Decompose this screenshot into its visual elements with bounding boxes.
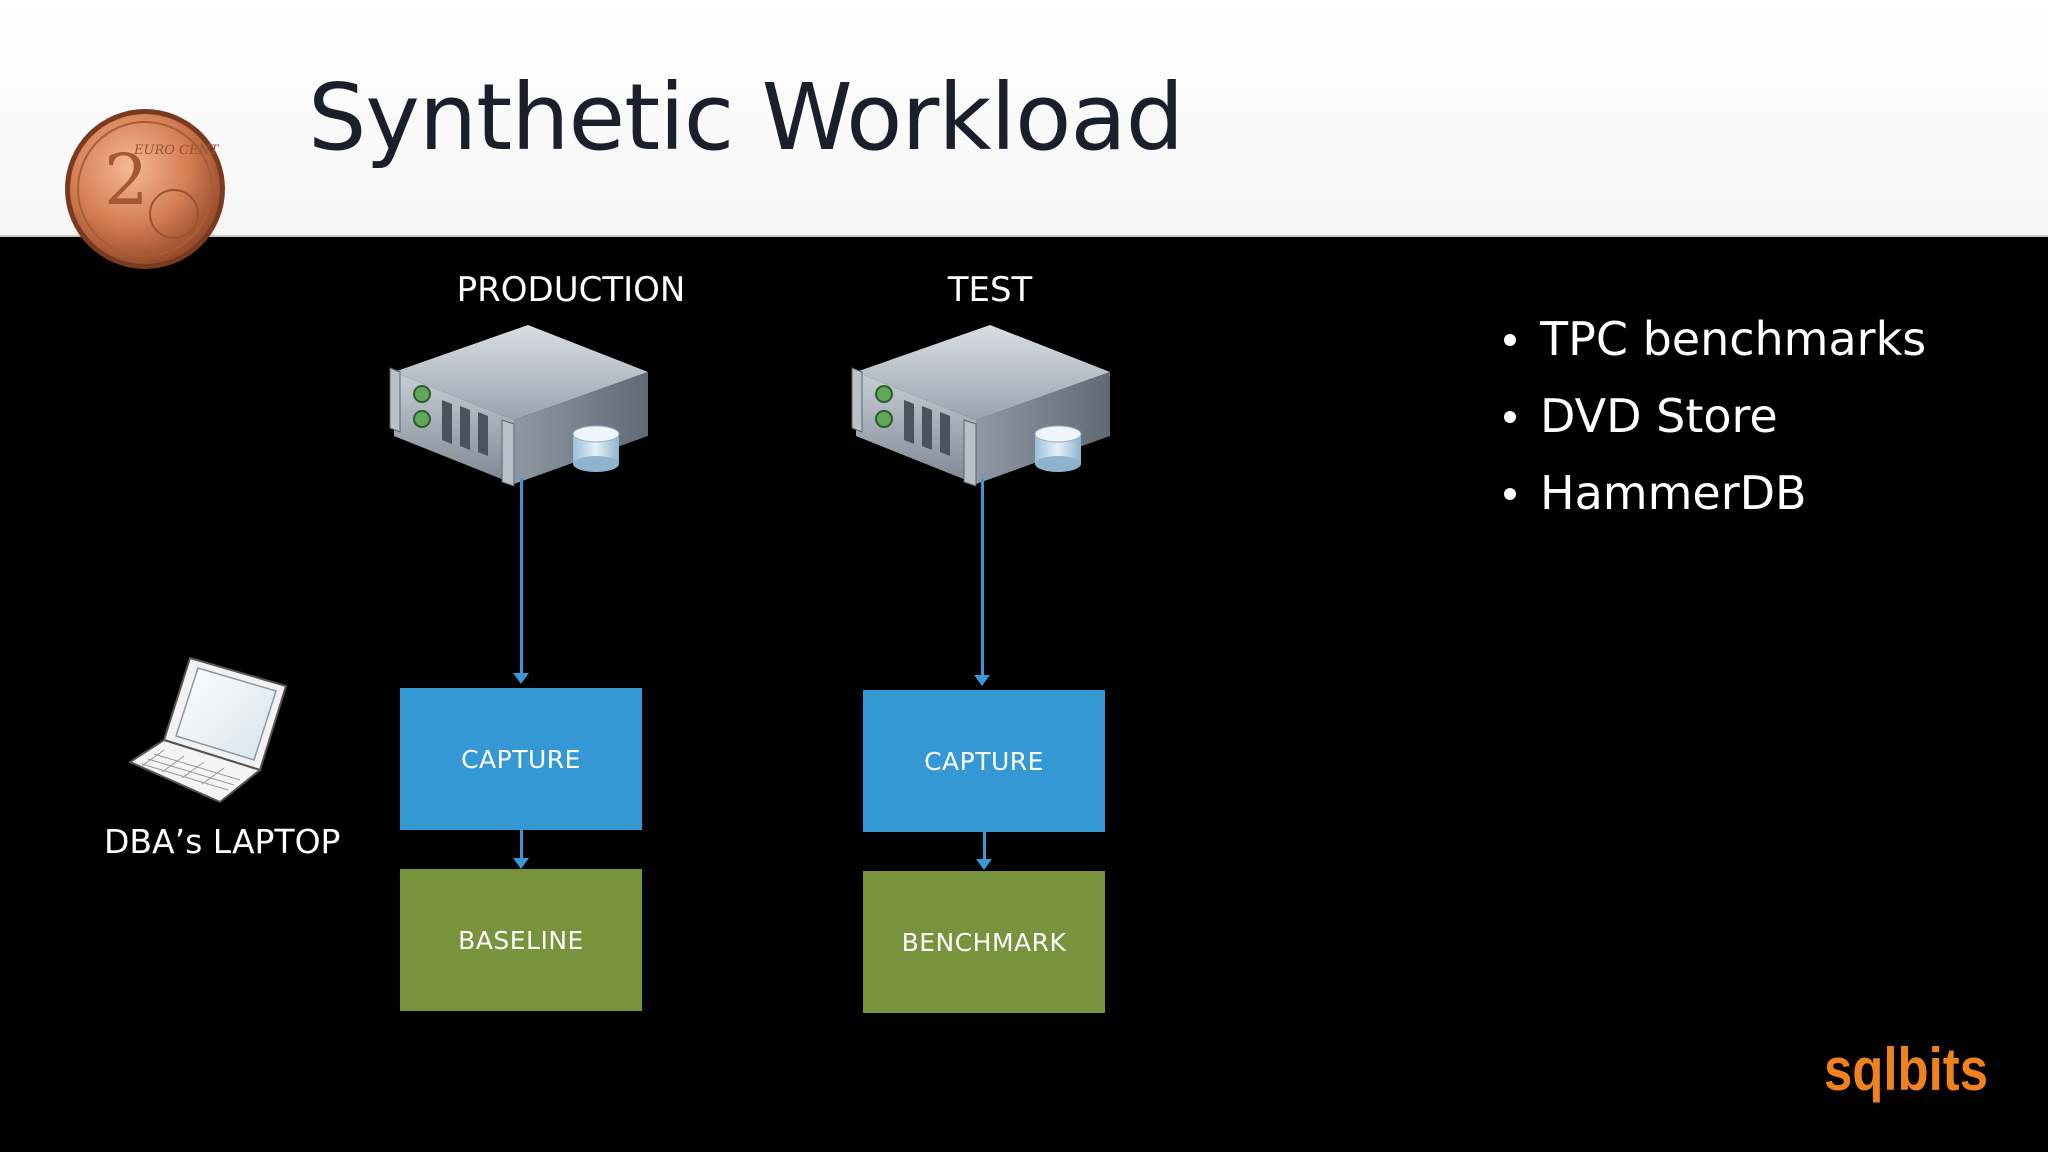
production-connector-bottom [520,830,523,860]
bullet-item: TPC benchmarks [1500,306,1926,383]
test-connector-top [981,478,984,675]
production-label: PRODUCTION [456,270,686,310]
laptop-icon [128,656,288,804]
production-arrowhead-bottom [513,858,529,869]
production-server-icon [389,325,648,487]
laptop-label: DBA’s LAPTOP [104,822,341,861]
test-arrowhead-top [974,675,990,686]
slide-title: Synthetic Workload [308,64,1184,171]
slide-header [0,0,2048,237]
test-arrowhead-bottom [976,859,992,870]
coin-value: 2 [104,139,149,221]
production-connector-top [520,478,523,673]
bullet-dot [1504,411,1516,423]
baseline-box: BASELINE [400,869,642,1011]
test-capture-label: CAPTURE [924,746,1044,776]
test-capture-box: CAPTURE [863,690,1105,832]
production-arrowhead-top [513,673,529,684]
benchmark-box: BENCHMARK [863,871,1105,1013]
baseline-label: BASELINE [458,925,584,955]
production-capture-label: CAPTURE [461,744,581,774]
bullet-dot [1504,488,1516,500]
bullet-item: DVD Store [1500,383,1926,460]
production-capture-box: CAPTURE [400,688,642,830]
bullet-item: HammerDB [1500,460,1926,537]
benchmark-label: BENCHMARK [901,927,1067,957]
test-server-icon [851,325,1110,487]
sqlbits-logo: sqlbits [1824,1036,1988,1103]
bullet-list: TPC benchmarks DVD Store HammerDB [1500,306,1926,537]
coin-text: EURO CENT [133,143,220,158]
logo-text: sqlbits [1824,1036,1988,1103]
bullet-dot [1504,334,1516,346]
euro-coin-icon: 2 EURO CENT [65,109,225,269]
test-connector-bottom [983,832,986,861]
test-label: TEST [947,270,1033,310]
